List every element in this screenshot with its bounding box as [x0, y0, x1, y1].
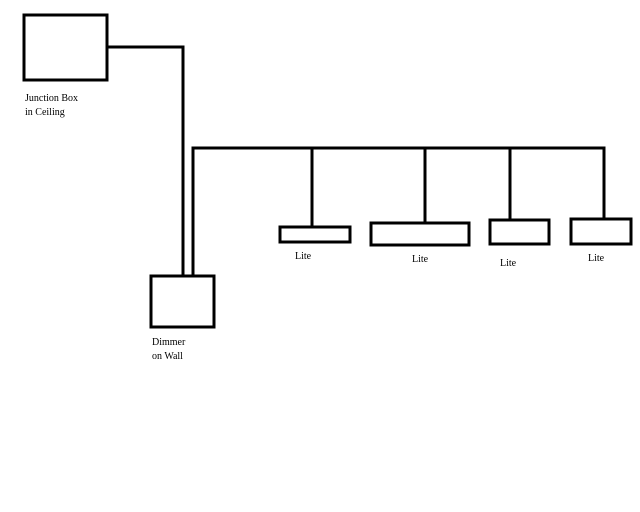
- dimmer-label-line1: Dimmer: [152, 337, 186, 348]
- junction-box-label-line2: in Ceiling: [25, 107, 65, 118]
- dimmer-box: [149, 274, 216, 329]
- light-fixture-2: [369, 221, 471, 247]
- dimmer-label-line2: on Wall: [152, 351, 183, 362]
- light-label-3: Lite: [500, 258, 517, 269]
- light-fixture-4: [569, 217, 633, 246]
- light-label-4: Lite: [588, 253, 605, 264]
- junction-box-label: Junction Box in Ceiling: [25, 92, 78, 120]
- light-fixture-1: [278, 225, 352, 244]
- junction-box-label-line1: Junction Box: [25, 93, 79, 104]
- wire-dimmer-to-bus: [191, 146, 606, 278]
- junction-box: [22, 13, 109, 82]
- dimmer-label: Dimmer on Wall: [152, 336, 185, 364]
- light-label-1: Lite: [295, 251, 312, 262]
- light-label-2: Lite: [412, 254, 429, 265]
- light-fixture-3: [488, 218, 551, 246]
- wire-junction-to-dimmer: [105, 45, 185, 278]
